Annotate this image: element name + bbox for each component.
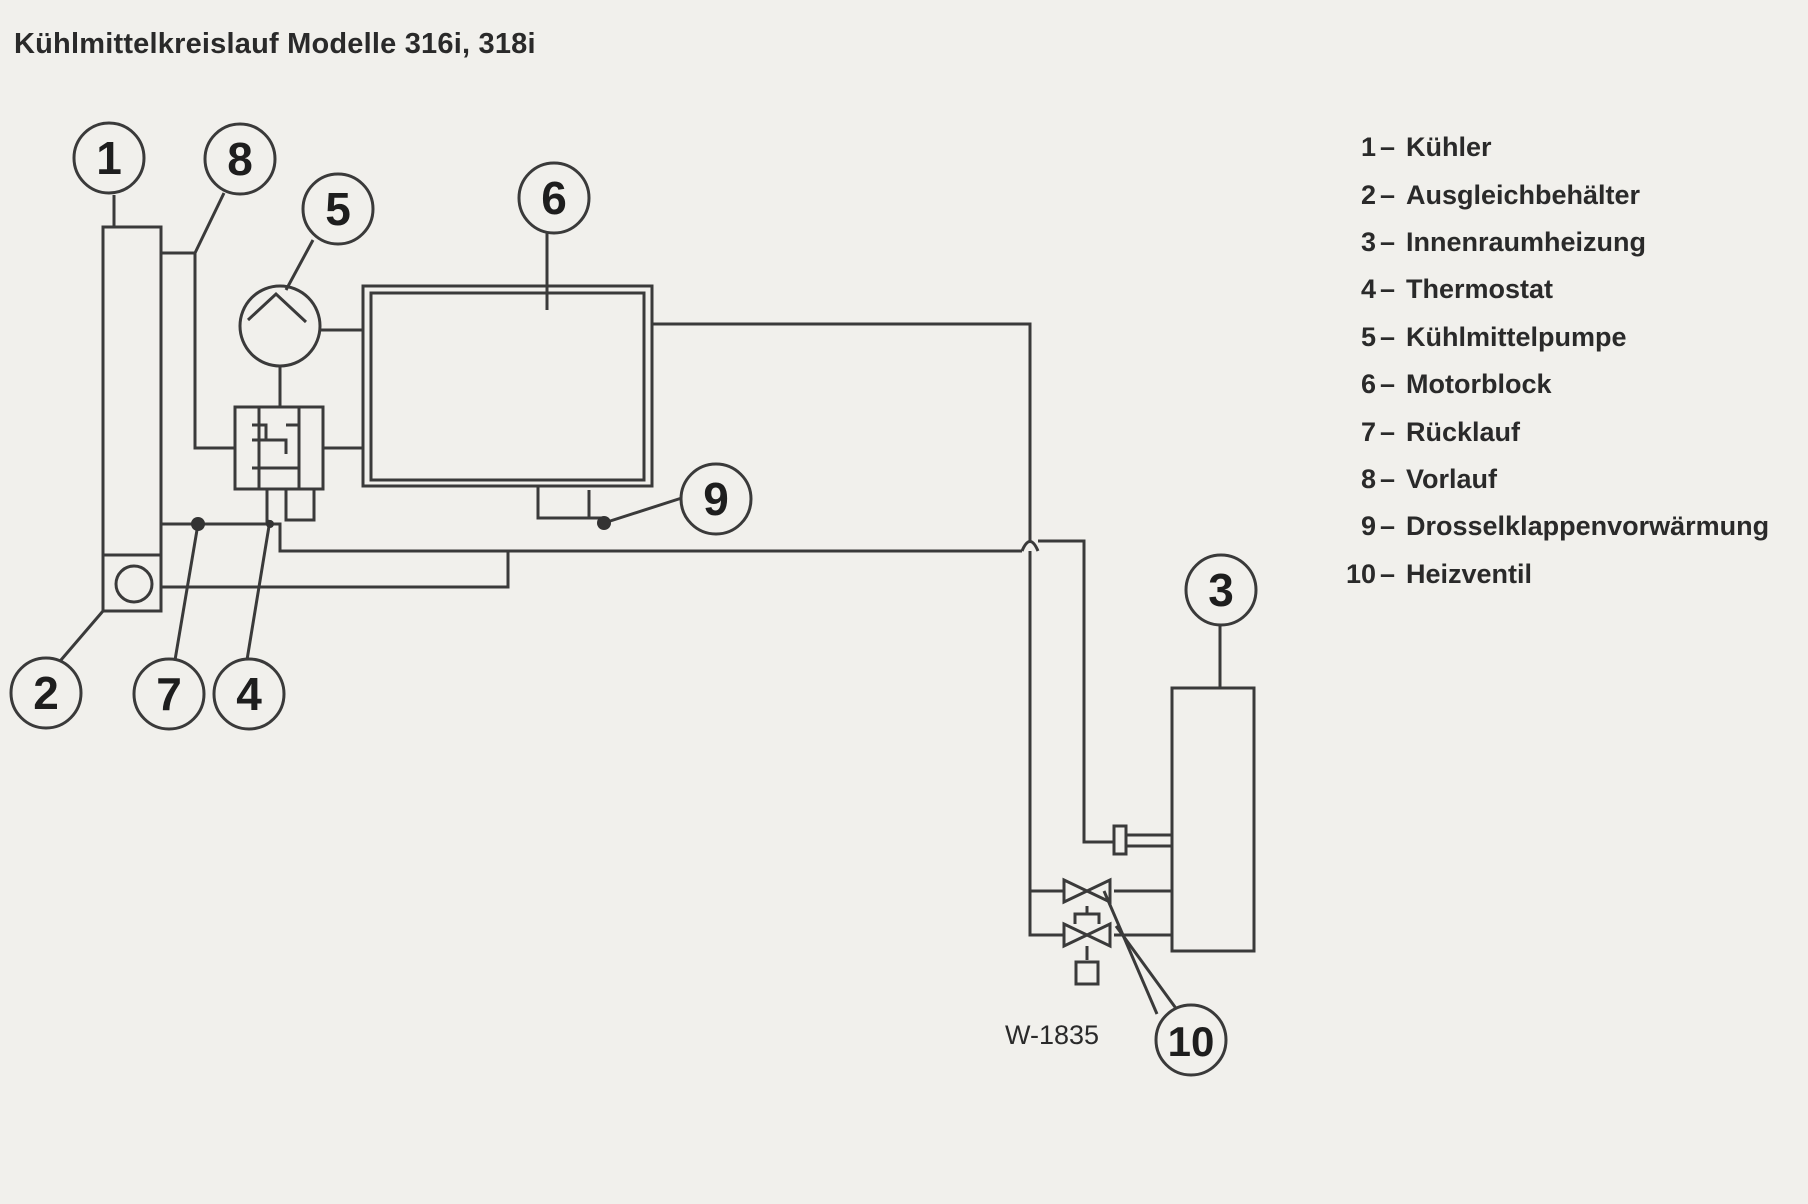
legend-item: 4– Thermostat [1296, 266, 1769, 313]
legend-label: Innenraumheizung [1406, 226, 1647, 257]
legend-number: 9 [1360, 511, 1376, 542]
engine-block-outer [361, 284, 654, 488]
legend-number: 6 [1360, 369, 1376, 400]
throttle-preheat-pipe [536, 486, 604, 520]
legend-item: 10– Heizventil [1296, 551, 1769, 598]
legend-label: Thermostat [1406, 274, 1554, 305]
svg-text:3: 3 [1208, 564, 1234, 616]
legend-number: 7 [1360, 416, 1376, 447]
callout-7: 7 [132, 657, 206, 731]
svg-text:4: 4 [236, 668, 262, 720]
engine-block-inner [369, 291, 646, 482]
callout-1: 1 [72, 121, 146, 195]
legend-number: 10 [1345, 558, 1376, 589]
legend-item: 3– Innenraumheizung [1296, 219, 1769, 266]
page-title: Kühlmittelkreislauf Modelle 316i, 318i [14, 28, 536, 60]
expansion-tank [101, 553, 163, 613]
callout-10: 10 [1154, 1003, 1228, 1077]
legend-label: Vorlauf [1406, 463, 1498, 494]
svg-text:2: 2 [33, 667, 59, 719]
callout-5: 5 [301, 172, 375, 246]
legend-item: 1– Kühler [1296, 124, 1769, 171]
pump-arrow [246, 291, 308, 324]
legend-label: Heizventil [1406, 558, 1533, 589]
svg-text:7: 7 [156, 668, 182, 720]
callout-2: 2 [9, 656, 83, 730]
legend-label: Ausgleichbehälter [1406, 179, 1641, 210]
legend-item: 9– Drosselklappenvorwärmung [1296, 503, 1769, 550]
radiator [101, 225, 163, 613]
flow-pipe-8 [161, 251, 235, 450]
legend-label: Motorblock [1406, 369, 1552, 400]
svg-text:9: 9 [703, 473, 729, 525]
legend-item: 2– Ausgleichbehälter [1296, 171, 1769, 218]
legend-number: 1 [1360, 132, 1376, 163]
callout-6: 6 [517, 161, 591, 235]
legend-item: 8– Vorlauf [1296, 456, 1769, 503]
legend-label: Rücklauf [1406, 416, 1521, 447]
drawing-code: W-1835 [1005, 1020, 1100, 1050]
legend-label: Kühlmittelpumpe [1406, 321, 1627, 352]
callout-3: 3 [1184, 553, 1258, 627]
svg-text:10: 10 [1168, 1018, 1215, 1065]
legend-number: 8 [1360, 463, 1376, 494]
legend-number: 3 [1360, 226, 1376, 257]
legend-item: 6– Motorblock [1296, 361, 1769, 408]
callout-9: 9 [679, 462, 753, 536]
callout-4: 4 [212, 657, 286, 731]
legend: 1– Kühler 2– Ausgleichbehälter 3– Innenr… [1296, 124, 1769, 598]
callout-8: 8 [203, 122, 277, 196]
svg-text:6: 6 [541, 172, 567, 224]
heater-valve [1062, 877, 1112, 986]
legend-label: Drosselklappenvorwärmung [1406, 511, 1770, 542]
legend-item: 7– Rücklauf [1296, 408, 1769, 455]
legend-number: 4 [1360, 274, 1376, 305]
legend-number: 5 [1360, 321, 1376, 352]
thermostat [233, 405, 325, 491]
svg-text:1: 1 [96, 132, 122, 184]
legend-number: 2 [1360, 179, 1376, 210]
legend-label: Kühler [1406, 132, 1492, 163]
legend-item: 5– Kühlmittelpumpe [1296, 314, 1769, 361]
svg-text:8: 8 [227, 133, 253, 185]
interior-heater [1170, 686, 1256, 953]
svg-text:5: 5 [325, 183, 351, 235]
expansion-tank-cap [114, 564, 154, 604]
return-pipe-7 [161, 489, 269, 526]
